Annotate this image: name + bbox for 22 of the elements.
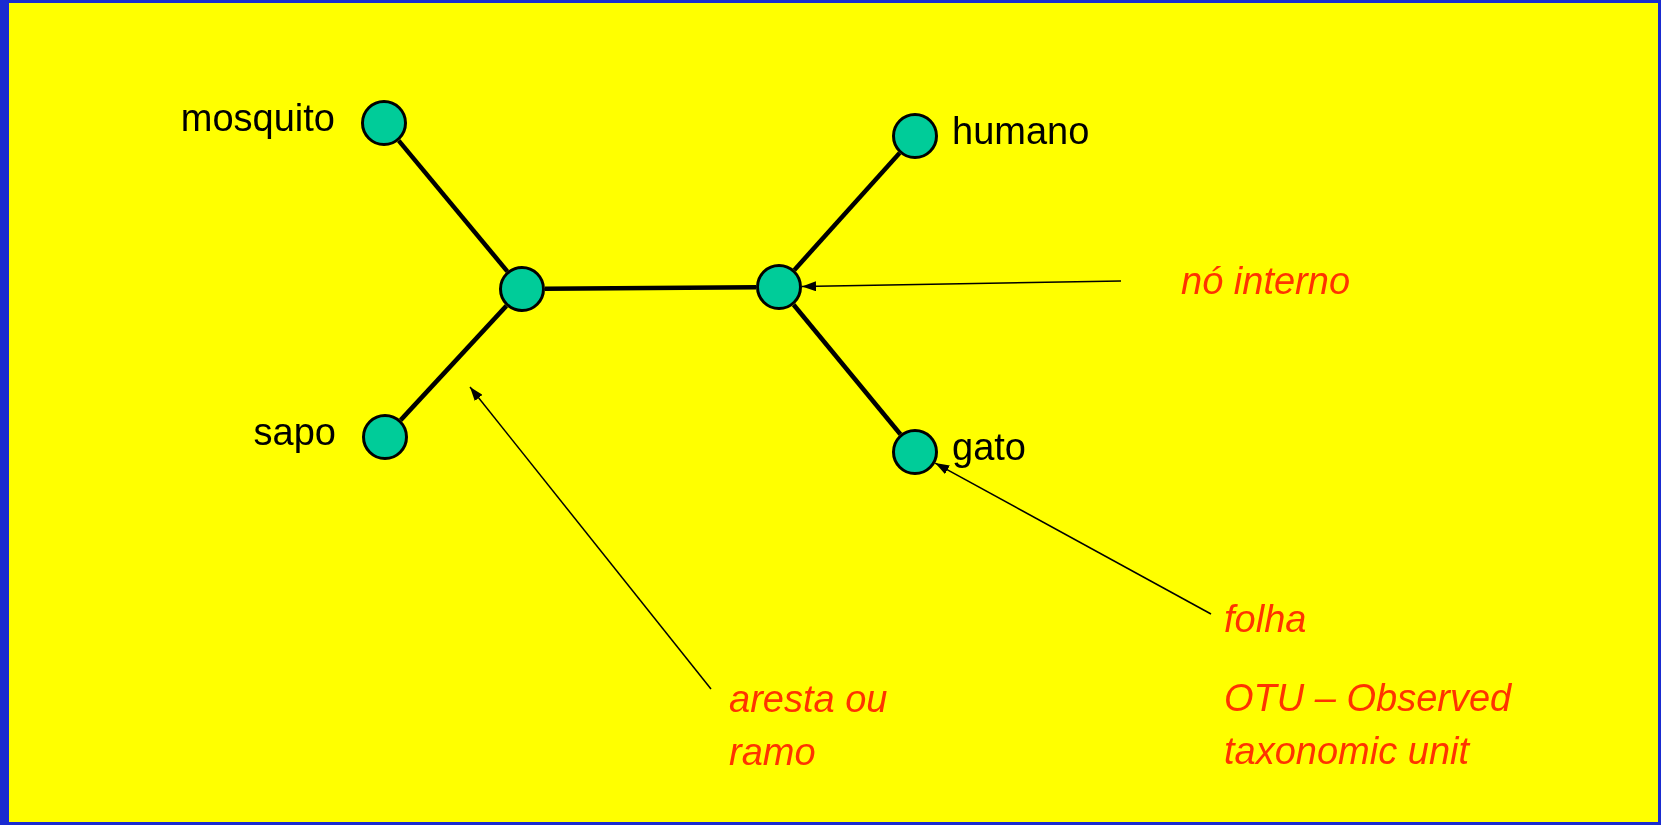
tree-branch: [398, 304, 509, 422]
annotation-text: OTU – Observed taxonomic unit: [1224, 676, 1513, 775]
tree-node-circle: [362, 414, 408, 460]
leader-line: [801, 280, 1122, 292]
leader-line: [469, 386, 712, 690]
annotation-text: aresta ou ramo: [729, 677, 889, 776]
species-label: humano: [952, 112, 1090, 150]
tree-node-circle: [361, 100, 407, 146]
leader-line: [934, 462, 1212, 615]
tree-node-circle: [499, 266, 545, 312]
species-label: sapo: [253, 413, 336, 451]
tree-branch: [396, 139, 510, 273]
tree-branch: [792, 151, 902, 272]
annotation-text: folha: [1224, 597, 1308, 642]
species-label: gato: [952, 428, 1026, 466]
tree-branch: [791, 303, 903, 436]
species-label: mosquito: [180, 99, 335, 137]
tree-branch: [545, 284, 756, 292]
tree-node-circle: [892, 113, 938, 159]
tree-node-circle: [892, 429, 938, 475]
annotation-text: nó interno: [1181, 259, 1351, 304]
tree-node-circle: [756, 264, 802, 310]
